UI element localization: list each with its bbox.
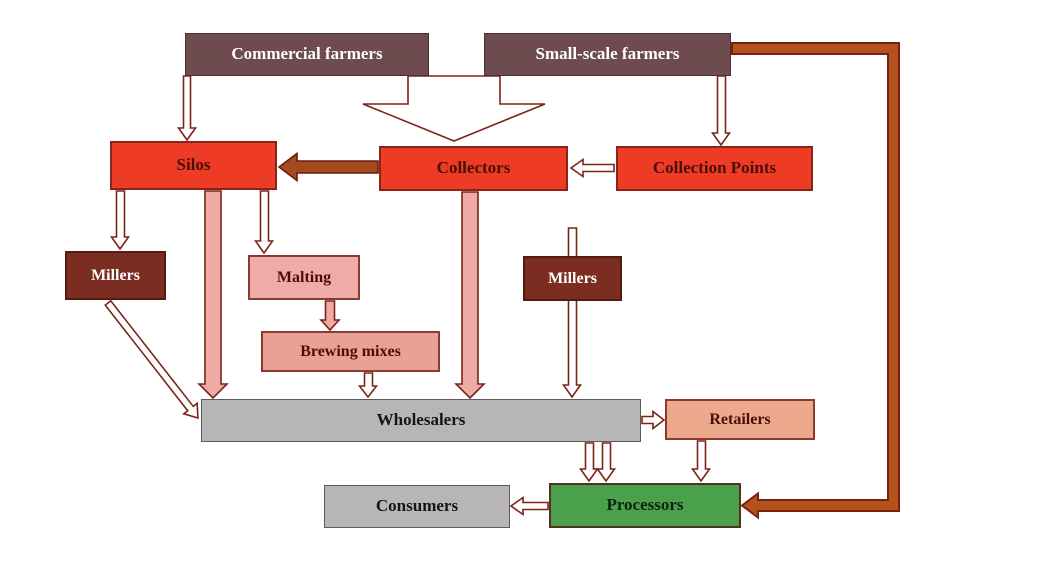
arrow-wholesalers-to-processors-1 (578, 442, 600, 483)
arrow-millers-left-to-wholesalers (104, 299, 199, 420)
node-commercial-farmers: Commercial farmers (185, 33, 429, 76)
node-small-scale-farmers: Small-scale farmers (484, 33, 731, 76)
arrow-collection-points-to-collectors (569, 157, 615, 179)
arrow-collectors-to-wholesalers (454, 191, 486, 400)
arrow-millers-right-to-wholesalers (561, 227, 583, 399)
arrow-brewing-mixes-to-wholesalers (357, 372, 379, 399)
arrow-silos-to-malting (253, 190, 275, 255)
arrow-wholesalers-to-processors-2 (595, 442, 617, 483)
node-small-scale-farmers-label: Small-scale farmers (535, 44, 680, 64)
arrow-wholesalers-to-retailers (641, 409, 666, 431)
node-millers-right-label: Millers (548, 269, 597, 287)
node-brewing-mixes-label: Brewing mixes (300, 342, 401, 360)
node-collection-points-label: Collection Points (652, 158, 777, 178)
node-wholesalers: Wholesalers (201, 399, 641, 442)
node-retailers: Retailers (665, 399, 815, 440)
node-commercial-farmers-label: Commercial farmers (231, 44, 383, 64)
node-wholesalers-label: Wholesalers (376, 410, 466, 430)
arrow-commercial-to-silos (176, 75, 198, 142)
node-collectors-label: Collectors (436, 158, 511, 178)
arrow-malting-to-brewing-mixes (319, 300, 341, 332)
node-collectors: Collectors (379, 146, 568, 191)
node-malting: Malting (248, 255, 360, 300)
node-processors: Processors (549, 483, 741, 528)
arrow-farmers-to-collectors (362, 75, 546, 142)
node-consumers-label: Consumers (375, 496, 459, 516)
node-silos-label: Silos (176, 155, 211, 175)
node-retailers-label: Retailers (709, 410, 771, 428)
arrow-collectors-to-silos (277, 151, 379, 183)
arrow-processors-to-consumers (509, 495, 549, 517)
arrow-retailers-to-processors (690, 440, 712, 483)
arrow-smallscale-to-processors (731, 42, 900, 520)
arrow-smallscale-to-collection-points (710, 75, 732, 147)
node-brewing-mixes: Brewing mixes (261, 331, 440, 372)
arrow-silos-to-millers (109, 190, 131, 251)
node-malting-label: Malting (276, 268, 332, 286)
node-millers-left-label: Millers (91, 266, 140, 284)
node-millers-right: Millers (523, 256, 622, 301)
arrow-silos-to-wholesalers (197, 190, 229, 400)
node-millers-left: Millers (65, 251, 166, 300)
node-processors-label: Processors (606, 495, 684, 515)
node-consumers: Consumers (324, 485, 510, 528)
node-silos: Silos (110, 141, 277, 190)
node-collection-points: Collection Points (616, 146, 813, 191)
